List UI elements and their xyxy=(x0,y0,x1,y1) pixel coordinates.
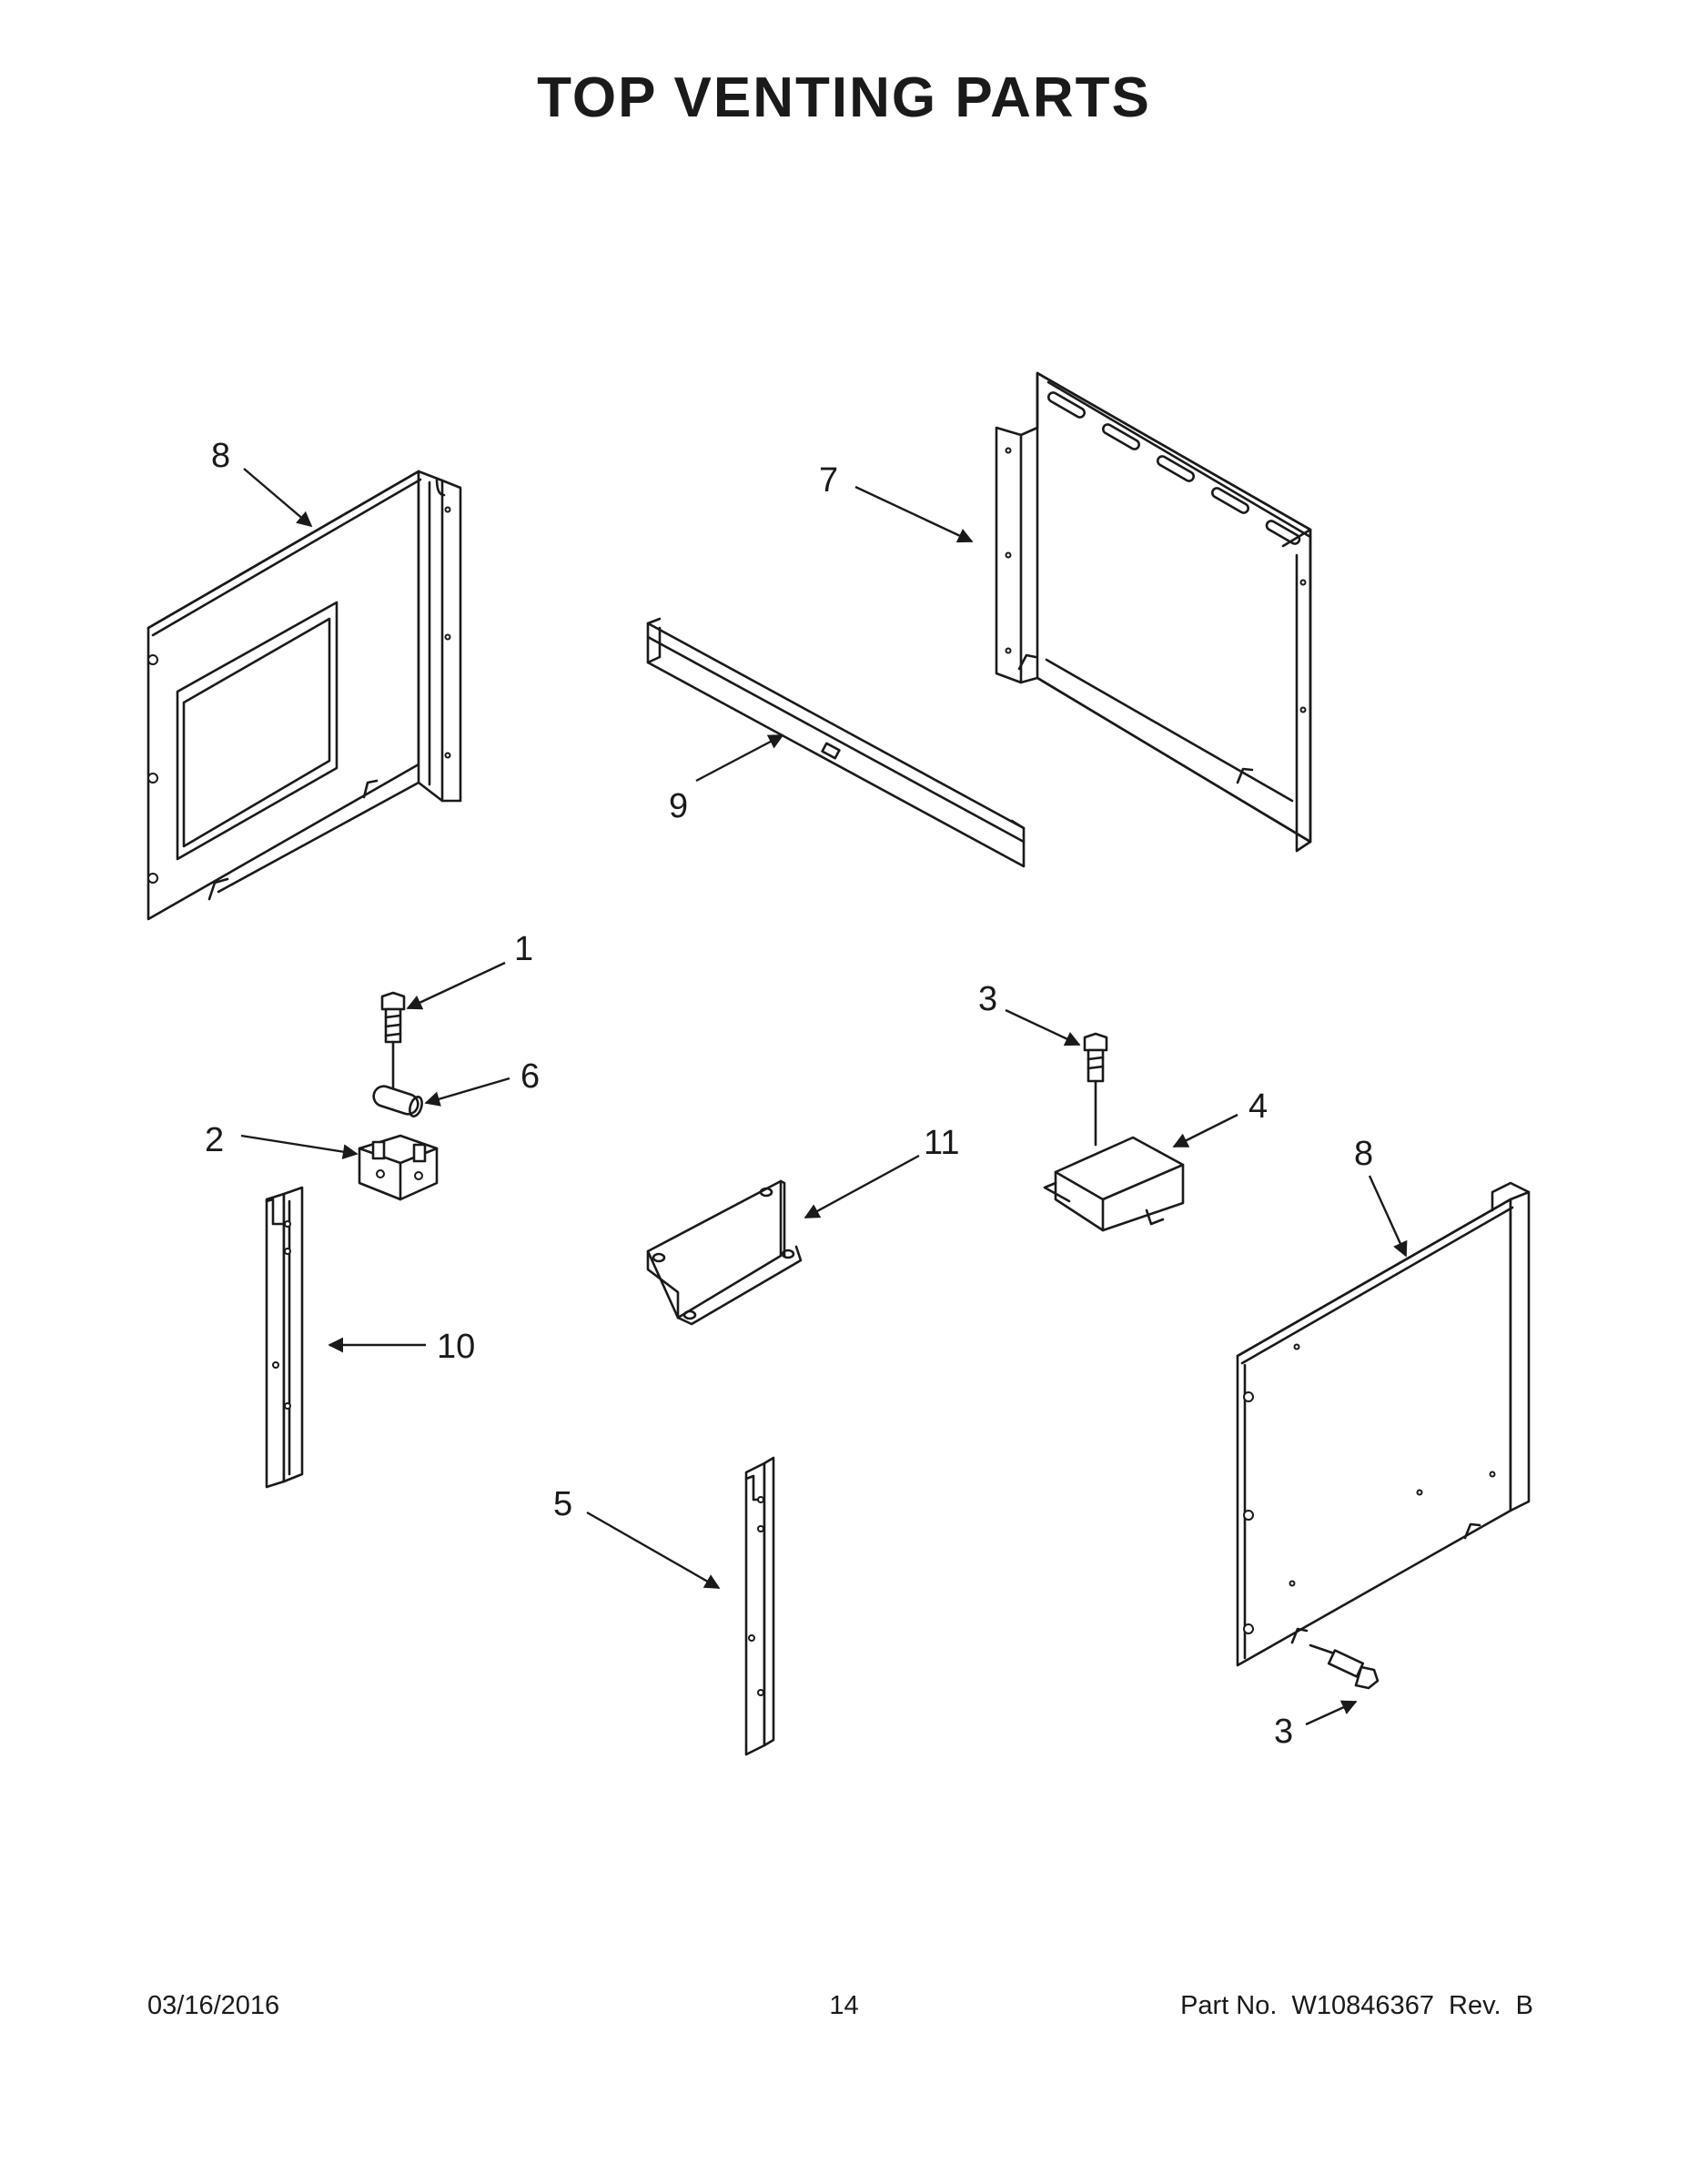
leader-2 xyxy=(240,1134,359,1159)
leader-5 xyxy=(586,1511,721,1590)
leader-7 xyxy=(854,485,974,543)
callout-3-lower: 3 xyxy=(1274,1713,1293,1751)
callout-5: 5 xyxy=(553,1485,572,1523)
leader-6 xyxy=(424,1077,510,1107)
side-panel-right-part xyxy=(1236,1181,1531,1667)
leader-9 xyxy=(695,733,784,783)
leader-11 xyxy=(804,1154,920,1219)
bracket-part-11 xyxy=(646,1179,803,1326)
leader-8-right xyxy=(1368,1175,1408,1258)
leader-3-upper xyxy=(1005,1008,1081,1046)
leader-1 xyxy=(406,961,506,1010)
footer-part-number: Part No. W10846367 Rev. B xyxy=(1180,1991,1533,2020)
leader-8-left xyxy=(243,468,313,528)
footer-date: 03/16/2016 xyxy=(147,1991,280,2020)
leader-lines xyxy=(240,468,1408,1726)
screw-part-3-lower xyxy=(1309,1643,1380,1690)
callout-10: 10 xyxy=(437,1328,475,1366)
screw-part-3-upper xyxy=(1083,1032,1108,1147)
fuse-part-6 xyxy=(372,1085,423,1117)
callout-labels: 8 7 9 1 3 6 4 2 11 8 10 5 3 xyxy=(205,437,1373,1751)
fuse-holder-part-2 xyxy=(358,1134,439,1201)
callout-4: 4 xyxy=(1248,1087,1268,1126)
callout-2: 2 xyxy=(205,1121,224,1159)
module-part-4 xyxy=(1043,1136,1185,1232)
callout-3-upper: 3 xyxy=(978,980,997,1018)
page-title: TOP VENTING PARTS xyxy=(537,66,1151,129)
callout-7: 7 xyxy=(819,461,838,500)
callout-8-right: 8 xyxy=(1354,1135,1373,1173)
bracket-part-10 xyxy=(265,1186,304,1489)
rail-part xyxy=(646,617,1026,868)
callout-11: 11 xyxy=(924,1124,959,1162)
callout-8-left: 8 xyxy=(211,437,230,475)
vent-slots xyxy=(1046,391,1301,545)
callout-9: 9 xyxy=(669,787,688,825)
bracket-part-5 xyxy=(744,1456,775,1756)
vent-panel-part xyxy=(995,371,1312,853)
footer-page-number: 14 xyxy=(829,1991,859,2020)
screw-part-1 xyxy=(380,991,406,1094)
leader-3-lower xyxy=(1305,1700,1358,1726)
side-panel-left-part xyxy=(147,470,462,921)
callout-6: 6 xyxy=(521,1057,540,1096)
callout-1: 1 xyxy=(514,930,533,968)
leader-4 xyxy=(1172,1113,1238,1148)
